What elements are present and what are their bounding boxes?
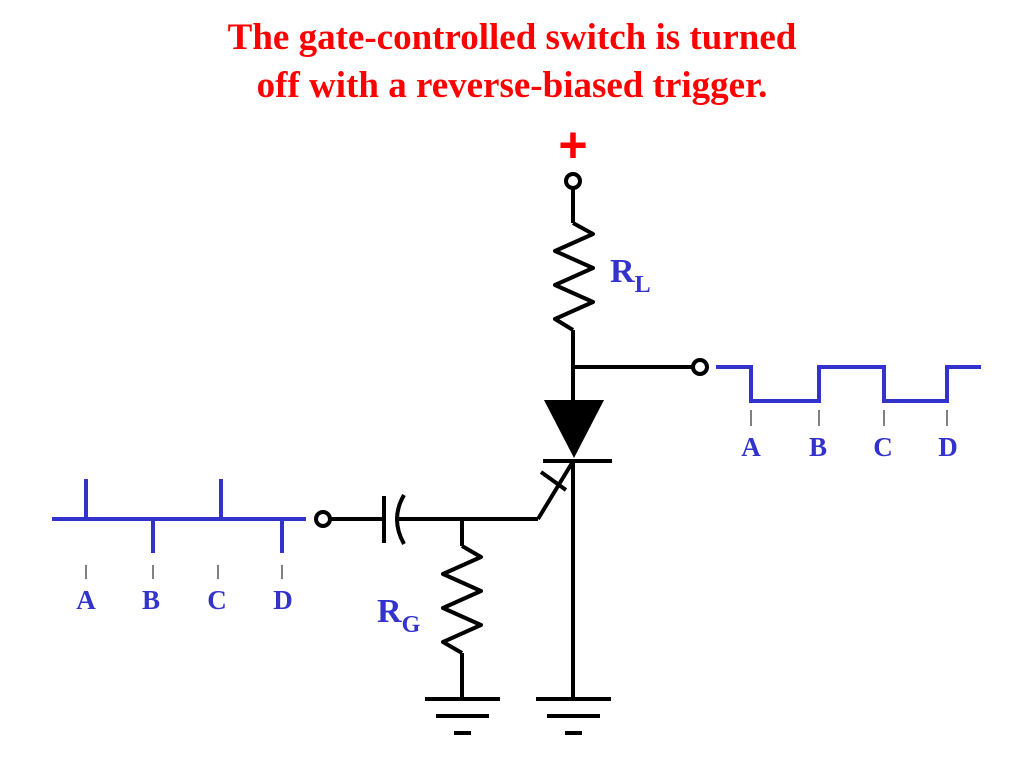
input-waveform-ticks bbox=[85, 565, 283, 579]
load-resistor bbox=[553, 221, 595, 332]
supply-terminal bbox=[564, 172, 582, 223]
output-marker-a: A bbox=[741, 432, 761, 462]
input-waveform bbox=[52, 479, 306, 553]
output-marker-c: C bbox=[873, 432, 893, 462]
load-resistor-label: RL bbox=[610, 253, 651, 298]
input-terminal bbox=[314, 510, 332, 528]
gate-resistor bbox=[441, 544, 483, 655]
input-marker-b: B bbox=[142, 585, 160, 615]
output-marker-b: B bbox=[809, 432, 827, 462]
rl-main: R bbox=[610, 253, 635, 290]
gate-wiring bbox=[330, 517, 538, 546]
input-marker-a: A bbox=[76, 585, 96, 615]
output-waveform-ticks bbox=[750, 410, 948, 426]
ground-symbol-left bbox=[425, 697, 500, 735]
ground-symbol-right bbox=[536, 697, 611, 735]
supply-plus-sign: + bbox=[558, 117, 587, 173]
rl-sub: L bbox=[635, 272, 651, 298]
title-line-1: The gate-controlled switch is turned bbox=[227, 17, 797, 58]
output-marker-d: D bbox=[938, 432, 958, 462]
input-marker-d: D bbox=[273, 585, 293, 615]
diagram-title: The gate-controlled switch is turned off… bbox=[0, 14, 1024, 110]
coupling-capacitor bbox=[382, 493, 406, 545]
output-waveform bbox=[716, 365, 981, 403]
output-terminal bbox=[573, 358, 709, 376]
rg-sub: G bbox=[402, 612, 421, 638]
input-marker-c: C bbox=[207, 585, 227, 615]
rg-main: R bbox=[377, 593, 402, 630]
gate-controlled-switch bbox=[536, 400, 612, 698]
title-line-2: off with a reverse-biased trigger. bbox=[256, 65, 768, 106]
gate-resistor-label: RG bbox=[377, 593, 421, 638]
